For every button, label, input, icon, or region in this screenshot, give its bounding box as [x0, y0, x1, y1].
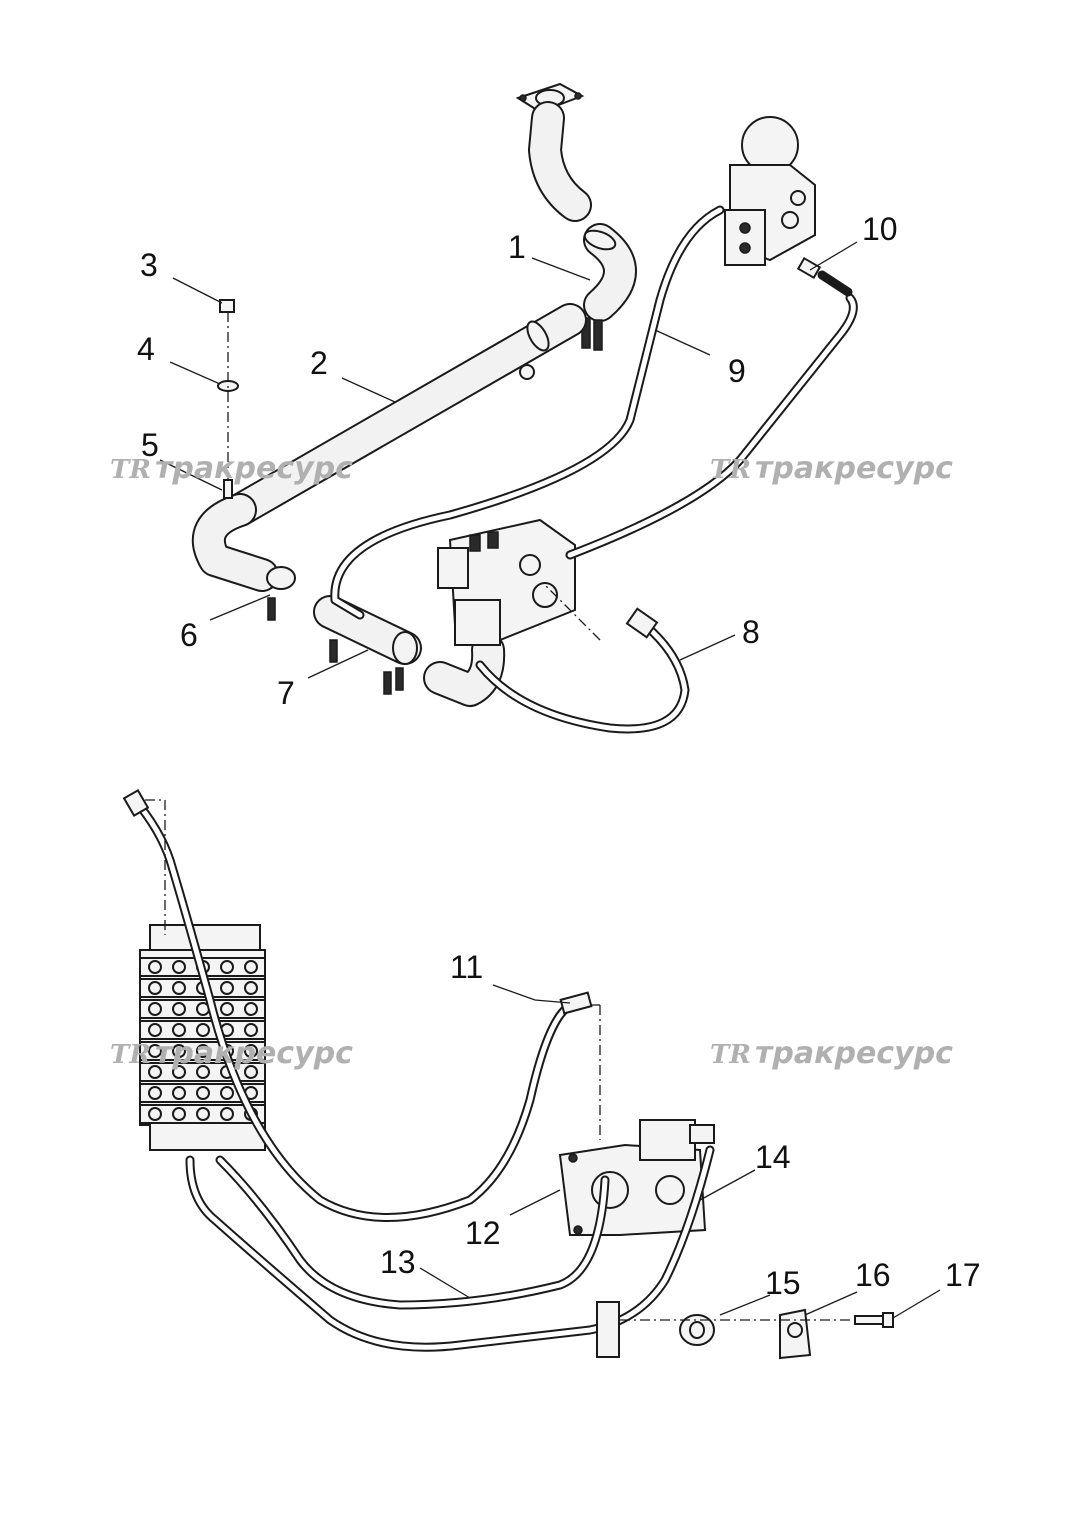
valve-port: [220, 981, 234, 995]
callout-6: 6: [180, 617, 198, 653]
nut-3: [219, 299, 235, 313]
valve-port: [148, 1107, 162, 1121]
valve-block-10: [724, 116, 816, 266]
valve-port: [196, 1044, 210, 1058]
valve-port: [172, 1065, 186, 1079]
valve-port: [244, 981, 258, 995]
hose-elbow-1: [581, 223, 637, 351]
callout-4: 4: [137, 331, 155, 367]
callout-17: 17: [945, 1257, 981, 1293]
callout-12: 12: [465, 1215, 501, 1251]
valve-port: [148, 1044, 162, 1058]
watermark-bottom-right: TR тракресурс: [710, 1036, 953, 1071]
valve-port: [172, 1107, 186, 1121]
svg-text:TR: TR: [710, 455, 751, 485]
watermark-top-left: TR тракресурс: [110, 451, 353, 486]
valve-port: [148, 981, 162, 995]
top-assembly: [159, 82, 858, 734]
valve-port: [172, 960, 186, 974]
callout-9: 9: [728, 353, 746, 389]
callout-2: 2: [310, 345, 328, 381]
callout-5: 5: [141, 427, 159, 463]
valve-port: [244, 1023, 258, 1037]
bottom-assembly: [122, 788, 941, 1360]
callout-1: 1: [508, 229, 526, 265]
valve-port: [172, 981, 186, 995]
valve-port: [244, 1065, 258, 1079]
adapter-10: [796, 256, 822, 280]
svg-text:тракресурс: тракресурс: [755, 1036, 953, 1071]
valve-port: [220, 960, 234, 974]
valve-port: [172, 1023, 186, 1037]
valve-port: [196, 1086, 210, 1100]
grommet-15: [679, 1314, 715, 1346]
callout-7: 7: [277, 675, 295, 711]
hose-8: [475, 607, 690, 734]
svg-text:TR: TR: [710, 1040, 751, 1070]
pump-12: [558, 1119, 715, 1236]
svg-text:тракресурс: тракресурс: [755, 451, 953, 486]
watermark-bottom-left: TR тракресурс: [110, 1036, 353, 1071]
valve-port: [148, 1023, 162, 1037]
valve-port: [172, 1044, 186, 1058]
valve-port: [148, 1065, 162, 1079]
valve-port: [148, 1086, 162, 1100]
valve-port: [220, 1107, 234, 1121]
callout-8: 8: [742, 614, 760, 650]
stud-5: [223, 479, 233, 499]
svg-text:TR: TR: [110, 1040, 151, 1070]
callout-11: 11: [450, 949, 483, 985]
valve-port: [244, 1044, 258, 1058]
callout-15: 15: [765, 1265, 801, 1301]
valve-port: [196, 1023, 210, 1037]
valve-port: [148, 960, 162, 974]
hose-13: [215, 1155, 610, 1310]
callout-10: 10: [862, 211, 898, 247]
hydraulic-pump-top: [437, 518, 576, 646]
callout-13: 13: [380, 1244, 416, 1280]
valve-port: [148, 1002, 162, 1016]
pipe-7: [313, 595, 506, 707]
hose-14: [185, 1145, 715, 1352]
valve-port: [172, 1002, 186, 1016]
clamp-6: [266, 566, 296, 621]
fitting-11: [559, 991, 593, 1015]
watermark-top-right: TR тракресурс: [710, 451, 953, 486]
valve-port: [220, 1086, 234, 1100]
hose-9: [330, 205, 725, 620]
svg-text:TR: TR: [110, 455, 151, 485]
valve-port: [172, 1086, 186, 1100]
svg-text:тракресурс: тракресурс: [155, 451, 353, 486]
valve-port: [196, 1065, 210, 1079]
clamp-bracket: [596, 1301, 620, 1358]
clamp-half-16: [779, 1308, 812, 1360]
valve-port: [196, 1107, 210, 1121]
valve-port: [244, 960, 258, 974]
callout-14: 14: [755, 1139, 791, 1175]
callout-16: 16: [855, 1257, 891, 1293]
svg-text:тракресурс: тракресурс: [155, 1036, 353, 1071]
bolt-17: [854, 1312, 894, 1328]
callout-3: 3: [140, 247, 158, 283]
pipe-2: [223, 303, 587, 527]
valve-port: [220, 1002, 234, 1016]
valve-port: [244, 1002, 258, 1016]
